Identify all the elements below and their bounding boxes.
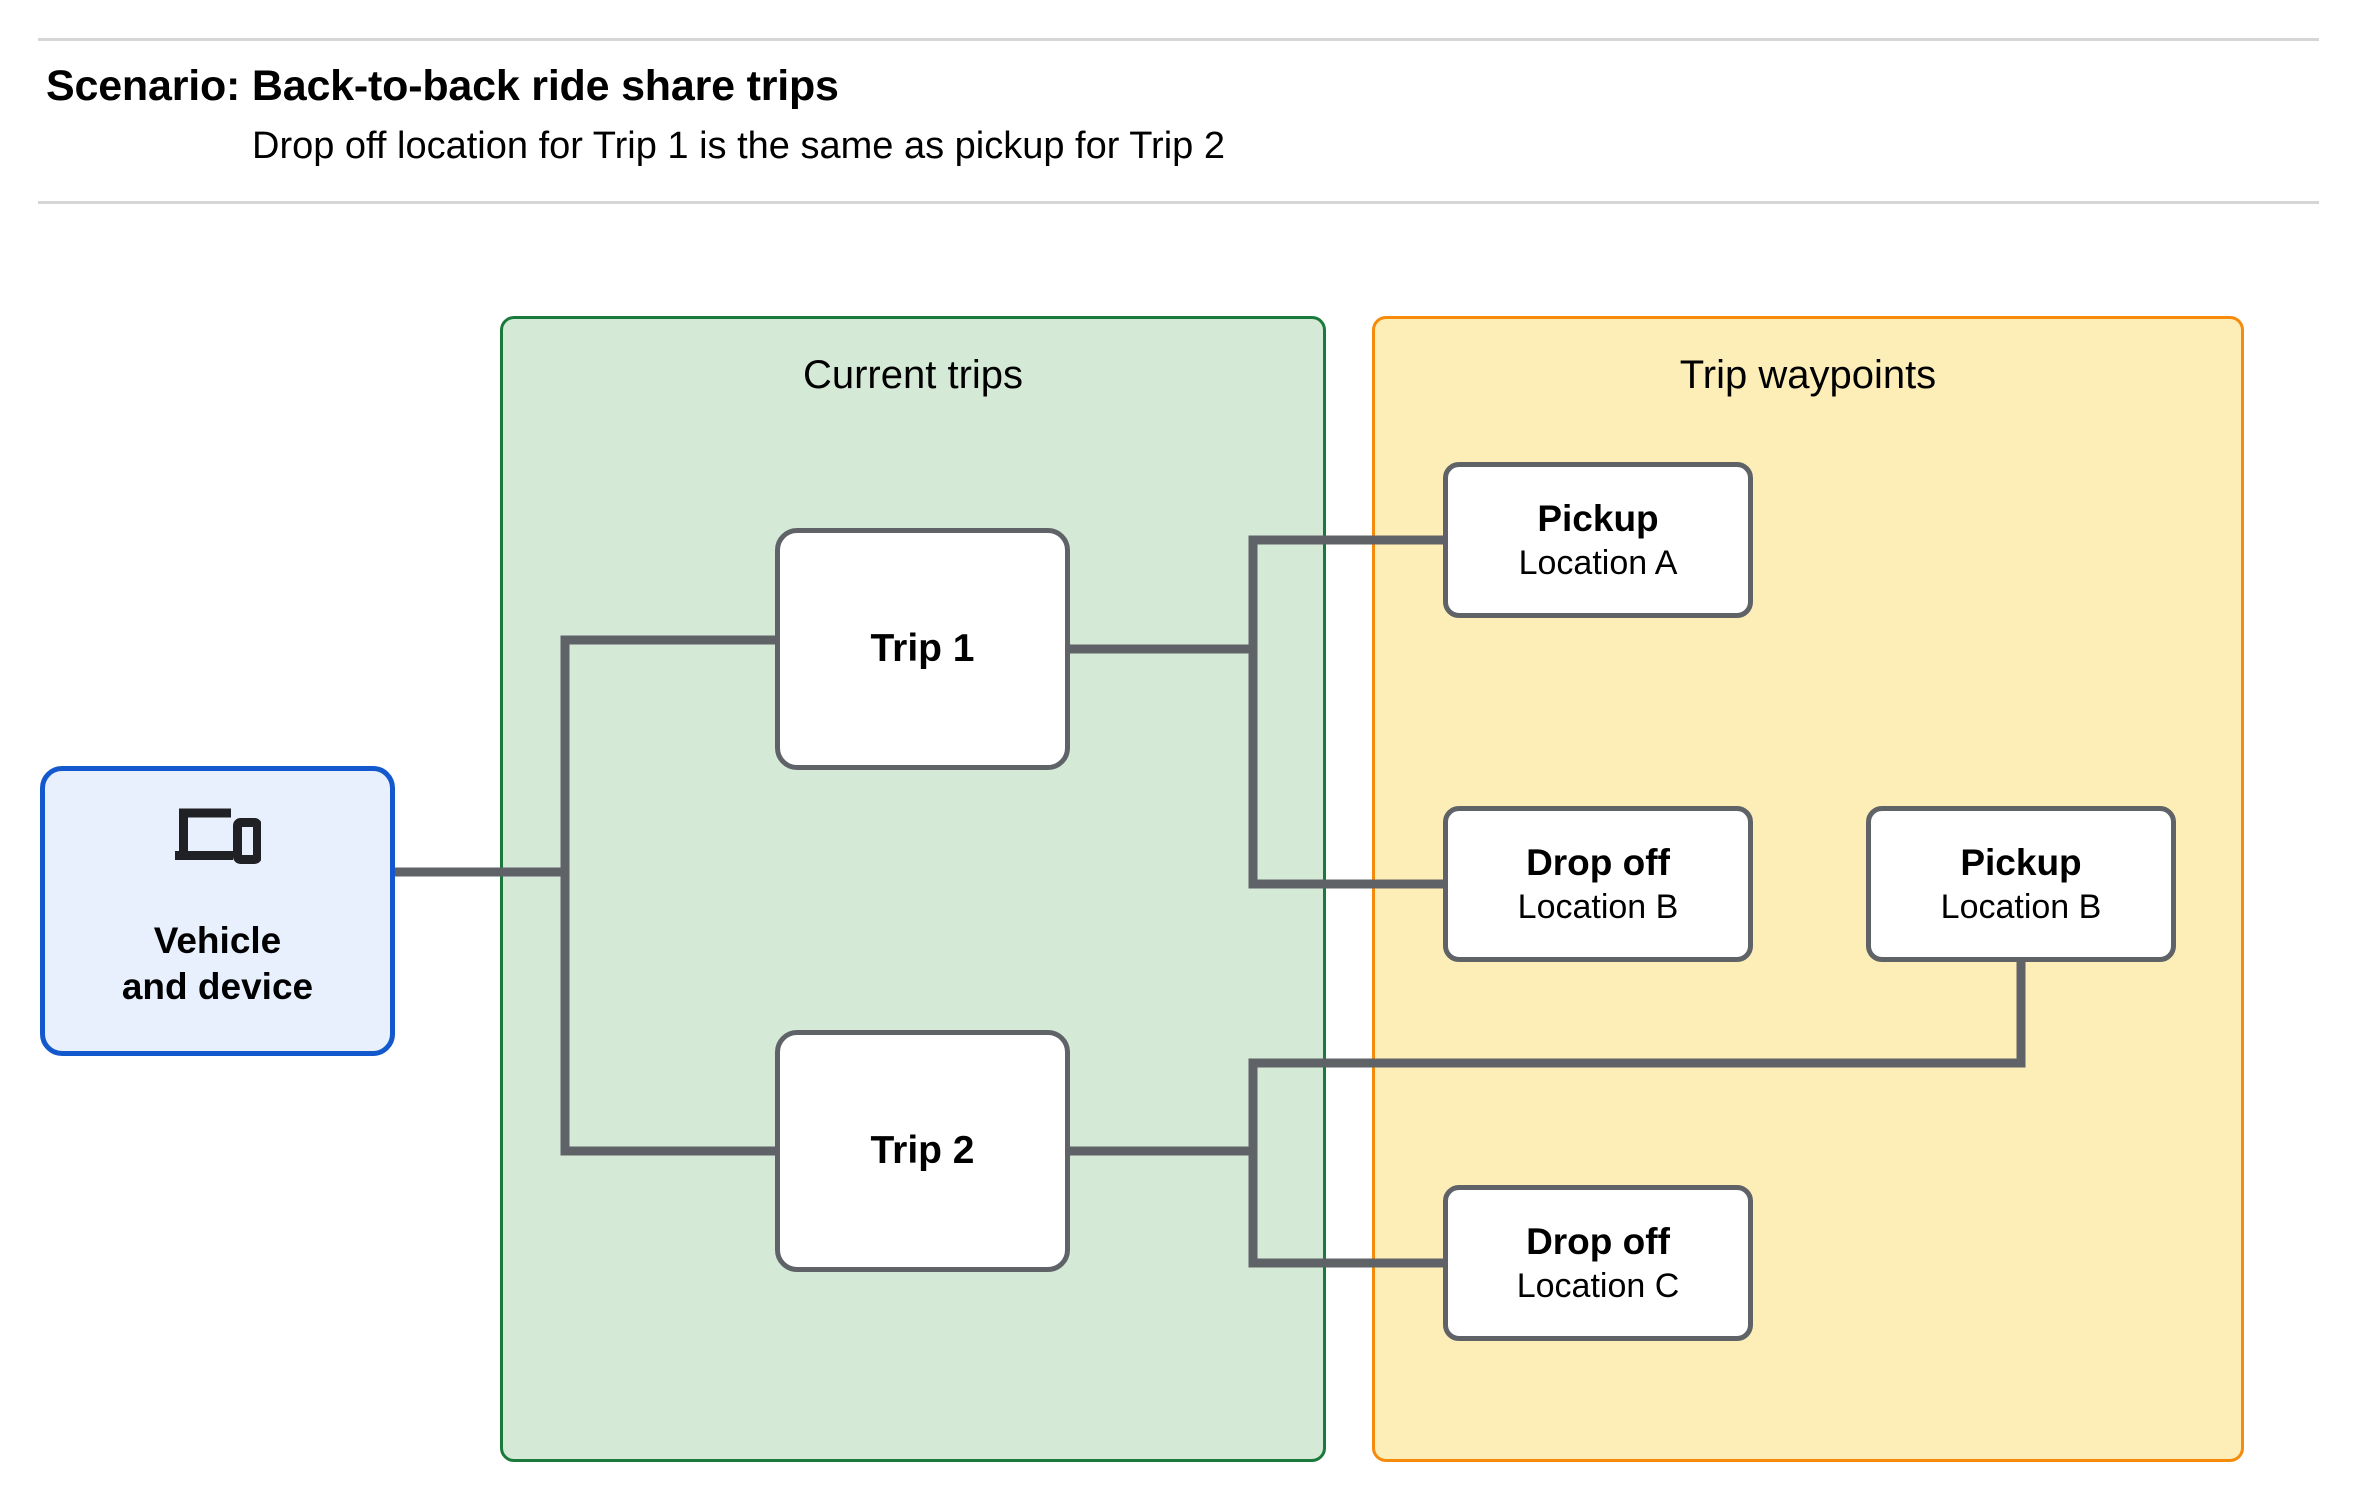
node-trip-1[interactable]: Trip 1 [775, 528, 1070, 770]
page-subtitle: Drop off location for Trip 1 is the same… [252, 125, 1225, 167]
waypoint-location: Location A [1518, 543, 1678, 582]
header-rule-top [38, 38, 2319, 41]
header-rule-bottom [38, 201, 2319, 204]
node-waypoint-dropoff-b[interactable]: Drop off Location B [1443, 806, 1753, 962]
node-vehicle-label: Vehicle and device [121, 920, 314, 1007]
node-waypoint-dropoff-c[interactable]: Drop off Location C [1443, 1185, 1753, 1341]
waypoint-location: Location C [1516, 1266, 1680, 1305]
node-trip-2[interactable]: Trip 2 [775, 1030, 1070, 1272]
group-current-trips-title: Current trips [802, 353, 1024, 397]
node-trip-2-label: Trip 2 [870, 1129, 975, 1172]
waypoint-type: Drop off [1526, 842, 1670, 884]
waypoint-location: Location B [1517, 887, 1679, 926]
waypoint-type: Pickup [1537, 498, 1659, 540]
node-trip-1-label: Trip 1 [870, 627, 975, 670]
node-waypoint-pickup-a[interactable]: Pickup Location A [1443, 462, 1753, 618]
waypoint-type: Drop off [1526, 1221, 1670, 1263]
waypoint-type: Pickup [1960, 842, 2082, 884]
group-trip-waypoints-title: Trip waypoints [1679, 353, 1937, 397]
devices-icon [174, 807, 262, 874]
page-title: Scenario: Back-to-back ride share trips [46, 62, 839, 110]
waypoint-location: Location B [1940, 887, 2102, 926]
node-waypoint-pickup-b[interactable]: Pickup Location B [1866, 806, 2176, 962]
group-current-trips: Current trips [500, 316, 1326, 1462]
node-vehicle-and-device[interactable]: Vehicle and device [40, 766, 395, 1056]
